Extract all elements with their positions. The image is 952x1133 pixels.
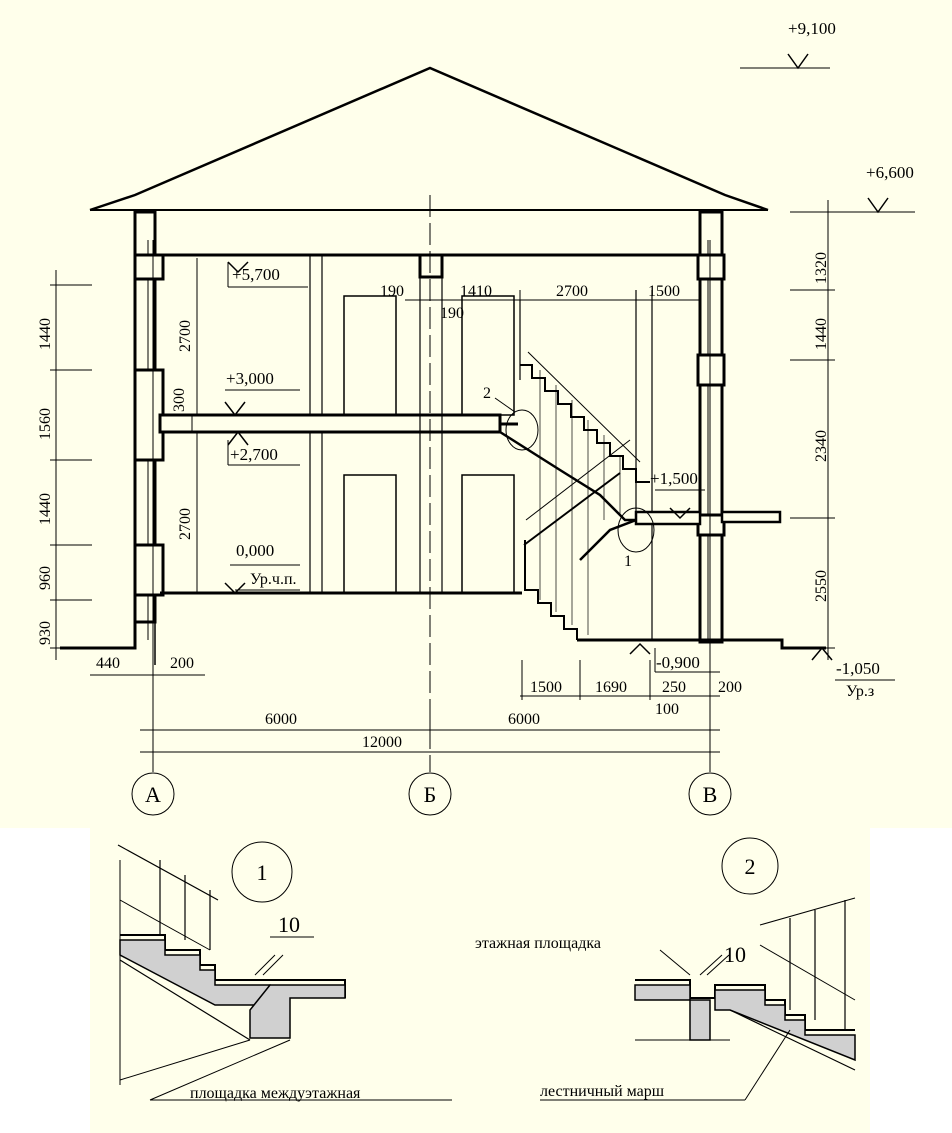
total-width: 12000 bbox=[362, 734, 402, 751]
bottom-wall-200: 200 bbox=[170, 655, 194, 672]
stair-hatch bbox=[539, 370, 621, 635]
level-basement: -0,900 bbox=[656, 653, 700, 672]
axis-label-a: А bbox=[145, 782, 161, 807]
slab-thickness: 300 bbox=[171, 388, 188, 412]
left-sill-1 bbox=[133, 543, 165, 597]
detail-2-num: 2 bbox=[745, 854, 756, 879]
lower-flight-steps bbox=[524, 540, 578, 640]
top-dim-1410: 1410 bbox=[460, 283, 492, 300]
stair-dim-200: 200 bbox=[718, 679, 742, 696]
top-dim-190b: 190 bbox=[440, 305, 464, 322]
roof-outline bbox=[89, 66, 769, 212]
axis-bubble-b: Б bbox=[408, 772, 452, 816]
detail-2-label-bottom: лестничный марш bbox=[540, 1083, 665, 1100]
lower-flight-rail bbox=[525, 439, 631, 521]
left-dim-2: 1560 bbox=[37, 408, 54, 440]
level-marks bbox=[224, 53, 889, 661]
right-dim-3: 2340 bbox=[813, 430, 830, 462]
room-height-1: 2700 bbox=[177, 508, 194, 540]
callout-1: 1 bbox=[617, 507, 655, 570]
stair-dim-250: 250 bbox=[662, 679, 686, 696]
top-dim-190a: 190 bbox=[380, 283, 404, 300]
left-dim-1: 1440 bbox=[37, 318, 54, 350]
level-ceiling-1: +2,700 bbox=[230, 445, 278, 464]
left-dim-3: 1440 bbox=[37, 493, 54, 525]
bottom-wall-440: 440 bbox=[96, 655, 120, 672]
door-1-left bbox=[343, 474, 397, 594]
stair-dim-1500: 1500 bbox=[530, 679, 562, 696]
canopy bbox=[720, 510, 782, 524]
callout-2-num: 2 bbox=[483, 385, 491, 402]
axis-label-v: В bbox=[703, 782, 718, 807]
right-dim-1: 1320 bbox=[813, 252, 830, 284]
bay-left: 6000 bbox=[265, 711, 297, 728]
level-eaves: +6,600 bbox=[866, 163, 914, 182]
level-floor-1-note: Ур.ч.п. bbox=[250, 571, 297, 588]
detail-1-num: 1 bbox=[257, 860, 268, 885]
level-landing: +1,500 bbox=[650, 469, 698, 488]
stair-dim-100: 100 bbox=[655, 701, 679, 718]
level-roof-top: +9,100 bbox=[788, 19, 836, 38]
lower-flight-soffit bbox=[579, 518, 637, 561]
room-height-2: 2700 bbox=[177, 320, 194, 352]
right-lintel-2 bbox=[696, 253, 726, 281]
axis-label-b: Б bbox=[424, 782, 437, 807]
detail-2-dim: 10 bbox=[724, 942, 746, 967]
upper-flight-steps bbox=[520, 364, 650, 483]
detail-1-bubble bbox=[231, 841, 293, 903]
upper-flight-rail bbox=[527, 351, 641, 463]
left-lintel-1 bbox=[133, 368, 165, 462]
detail-2: 2 этажная площадка 10 лестничный марш bbox=[475, 837, 856, 1101]
right-lintel-1 bbox=[696, 353, 726, 387]
right-lintel-0 bbox=[696, 513, 726, 537]
central-wall-top bbox=[418, 253, 444, 279]
right-dim-4: 2550 bbox=[813, 570, 830, 602]
left-dim-5: 930 bbox=[37, 621, 54, 645]
detail-1-dim: 10 bbox=[278, 912, 300, 937]
detail-1-label: площадка междуэтажная bbox=[190, 1085, 361, 1102]
bay-right: 6000 bbox=[508, 711, 540, 728]
landing-slab bbox=[634, 510, 702, 526]
top-dim-1500: 1500 bbox=[648, 283, 680, 300]
axis-lines bbox=[152, 195, 711, 772]
door-2-right bbox=[461, 295, 515, 416]
left-dim-4: 960 bbox=[37, 566, 54, 590]
detail-2-bubble bbox=[721, 837, 779, 895]
detail-1: 1 10 площадка междуэтажная bbox=[117, 841, 452, 1102]
dimension-lines bbox=[50, 67, 915, 760]
level-ground-note: Ур.з bbox=[846, 683, 874, 700]
axis-bubble-a: А bbox=[131, 772, 175, 816]
level-floor-2: +3,000 bbox=[226, 369, 274, 388]
door-1-right bbox=[461, 474, 515, 594]
axis-bubble-v: В bbox=[688, 772, 732, 816]
detail-2-label-top: этажная площадка bbox=[475, 935, 601, 952]
slab-floor-2 bbox=[158, 413, 502, 434]
door-2-left bbox=[343, 295, 397, 416]
left-lintel-2 bbox=[133, 253, 165, 281]
callout-1-num: 1 bbox=[624, 553, 632, 570]
callout-2: 2 bbox=[483, 385, 539, 451]
right-dim-2: 1440 bbox=[813, 318, 830, 350]
stair-dim-1690: 1690 bbox=[595, 679, 627, 696]
level-floor-1: 0,000 bbox=[236, 541, 274, 560]
top-dim-2700: 2700 bbox=[556, 283, 588, 300]
level-ground: -1,050 bbox=[836, 659, 880, 678]
level-ceiling-2: +5,700 bbox=[232, 265, 280, 284]
